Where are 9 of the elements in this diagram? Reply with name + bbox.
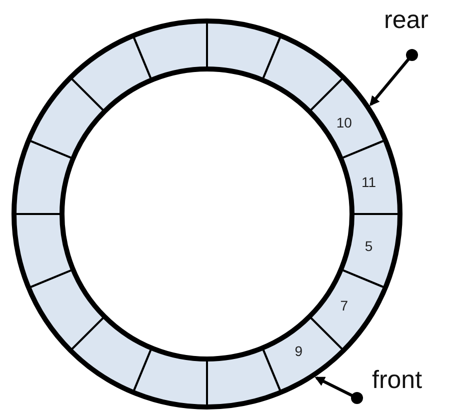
cell-value: 7 bbox=[340, 298, 348, 314]
pointer-label: front bbox=[372, 366, 422, 394]
pointer-label: rear bbox=[384, 6, 428, 34]
cell-value: 5 bbox=[364, 238, 373, 254]
pointer-arrow bbox=[370, 49, 418, 106]
pointer-arrow bbox=[314, 376, 363, 404]
cell-value: 10 bbox=[336, 114, 352, 130]
cell-value: 9 bbox=[294, 343, 303, 360]
cell-value: 11 bbox=[362, 174, 376, 190]
